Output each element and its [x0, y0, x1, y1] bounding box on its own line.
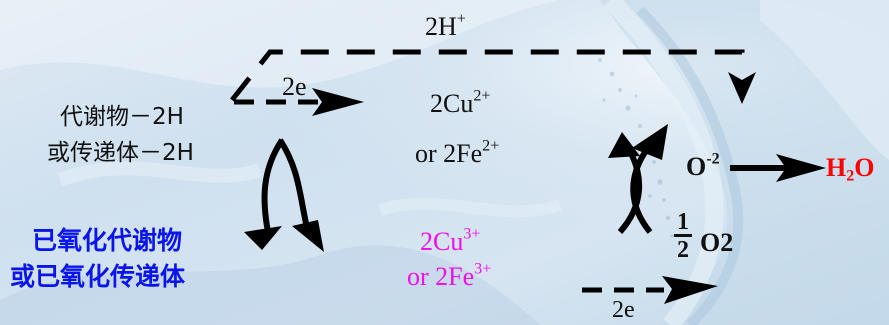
copper-3-base: 2Cu: [420, 227, 464, 256]
electron-arrowhead-left: [312, 88, 364, 116]
water-h: H: [826, 153, 847, 182]
oxide-to-water-arrowhead: [776, 154, 826, 182]
right-arrowhead-up-right: [632, 124, 668, 160]
left-curved-arrow-down-left: [261, 138, 285, 233]
water-subscript: 2: [846, 167, 855, 185]
iron-2-charge: 2+: [482, 137, 500, 155]
right-arrowhead-up-left: [608, 132, 640, 158]
proton-path-arrow: [230, 49, 745, 102]
iron-3-base: or 2Fe: [407, 262, 475, 291]
left-arrowhead-down-left: [244, 226, 282, 250]
half-numerator: 1: [677, 209, 689, 235]
proton-label-charge: +: [456, 10, 466, 28]
oxide-ion-label: O-2: [686, 151, 720, 181]
iron-3-charge: 3+: [474, 260, 492, 278]
fraction-bar: [674, 234, 692, 237]
electron-label-left: 2e: [282, 72, 307, 101]
oxidized-metabolite-label: 已氧化代谢物: [32, 226, 183, 255]
copper-2-charge: 2+: [473, 87, 491, 105]
left-arrowhead-down-right: [292, 220, 324, 252]
water-label: H2O: [826, 153, 875, 185]
electron-label-bottom: 2e: [612, 297, 635, 323]
right-curved-arrow-up-right: [630, 146, 653, 234]
oxide-charge: -2: [706, 150, 720, 168]
oxide-base: O: [686, 152, 707, 181]
copper-3-label: 2Cu3+: [420, 226, 480, 256]
copper-2-label: 2Cu2+: [430, 88, 490, 118]
proton-arrowhead: [728, 72, 756, 104]
iron-3-label: or 2Fe3+: [407, 261, 491, 291]
water-o: O: [854, 153, 875, 182]
iron-2-label: or 2Fe2+: [415, 138, 499, 168]
oxygen-label: O2: [700, 228, 734, 257]
copper-3-charge: 3+: [463, 225, 481, 243]
half-fraction: 1 2: [674, 210, 692, 262]
left-curved-arrow-down-right: [277, 138, 311, 233]
right-curved-arrow-up-left: [617, 146, 643, 234]
proton-label: 2H+: [425, 11, 466, 41]
reduced-carrier-label: 或传递体－2H: [47, 140, 194, 166]
copper-2-base: 2Cu: [430, 89, 474, 118]
proton-label-base: 2H: [425, 12, 457, 41]
half-denominator: 2: [677, 237, 689, 263]
iron-2-base: or 2Fe: [415, 139, 483, 168]
electron-arrowhead-bottom: [662, 276, 718, 304]
oxidized-carrier-label: 或已氧化传递体: [10, 262, 186, 291]
reduced-metabolite-label: 代谢物－2H: [60, 104, 184, 130]
